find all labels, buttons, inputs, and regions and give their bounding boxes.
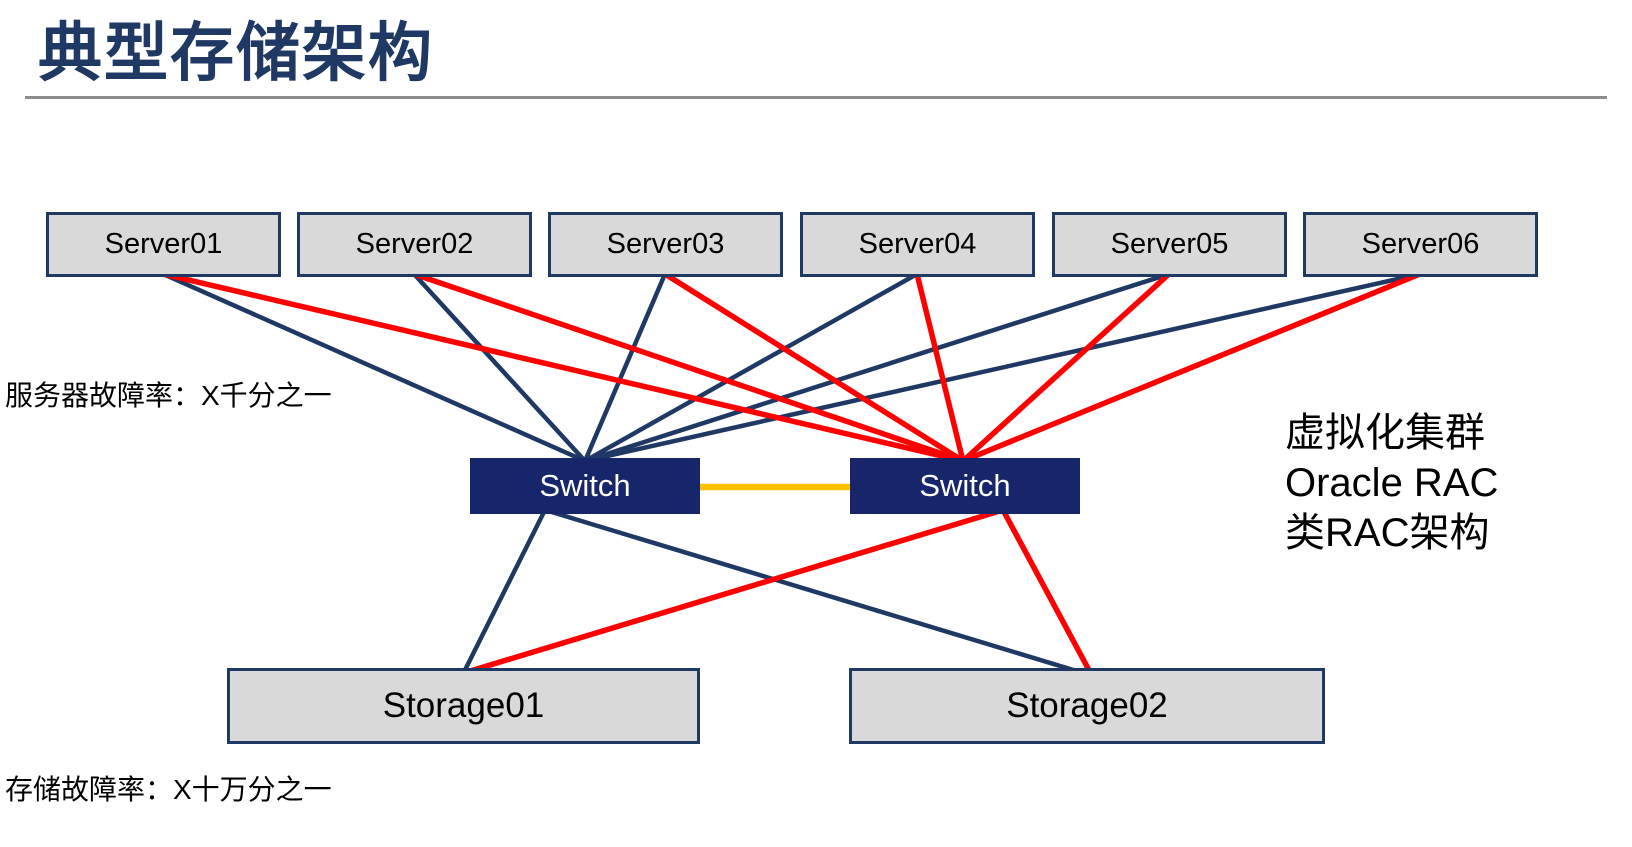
link-switch1-storage01 [461,508,548,674]
link-switch2-storage01 [466,507,1004,675]
link-server03-switch2 [663,271,965,464]
link-server03-switch1 [582,273,668,462]
server-failure-rate-label: 服务器故障率：X千分之一 [5,380,332,411]
link-server04-switch2 [914,273,966,462]
storage-failure-rate-label: 存储故障率：X十万分之一 [5,774,332,805]
link-server06-switch1 [584,271,1421,464]
link-server04-switch1 [583,272,919,463]
link-server02-switch2 [413,271,964,464]
server02-box: Server02 [297,212,532,277]
storage02-box: Storage02 [849,668,1325,744]
switch1-box: Switch [470,458,700,514]
switch2-box: Switch [850,458,1080,514]
architecture-note-line2: Oracle RAC [1285,461,1499,505]
server01-box: Server01 [46,212,281,277]
architecture-note-line1: 虚拟化集群 [1285,411,1485,455]
server05-box: Server05 [1052,212,1287,277]
slide-title: 典型存储架构 [38,17,434,89]
link-switch2-storage02 [1000,508,1093,674]
storage01-box: Storage01 [227,668,700,744]
server03-box: Server03 [548,212,783,277]
link-server06-switch2 [961,271,1422,464]
architecture-note: 虚拟化集群 Oracle RAC 类RAC架构 [1285,408,1498,558]
title-divider [25,96,1607,99]
link-server05-switch2 [961,271,1171,464]
link-server02-switch1 [412,272,587,463]
link-server01-switch2 [162,271,964,464]
link-switch1-storage02 [544,507,1081,675]
server04-box: Server04 [800,212,1035,277]
link-server01-switch1 [162,271,586,464]
architecture-note-line3: 类RAC架构 [1285,511,1490,555]
link-server05-switch1 [584,271,1170,464]
server06-box: Server06 [1303,212,1538,277]
